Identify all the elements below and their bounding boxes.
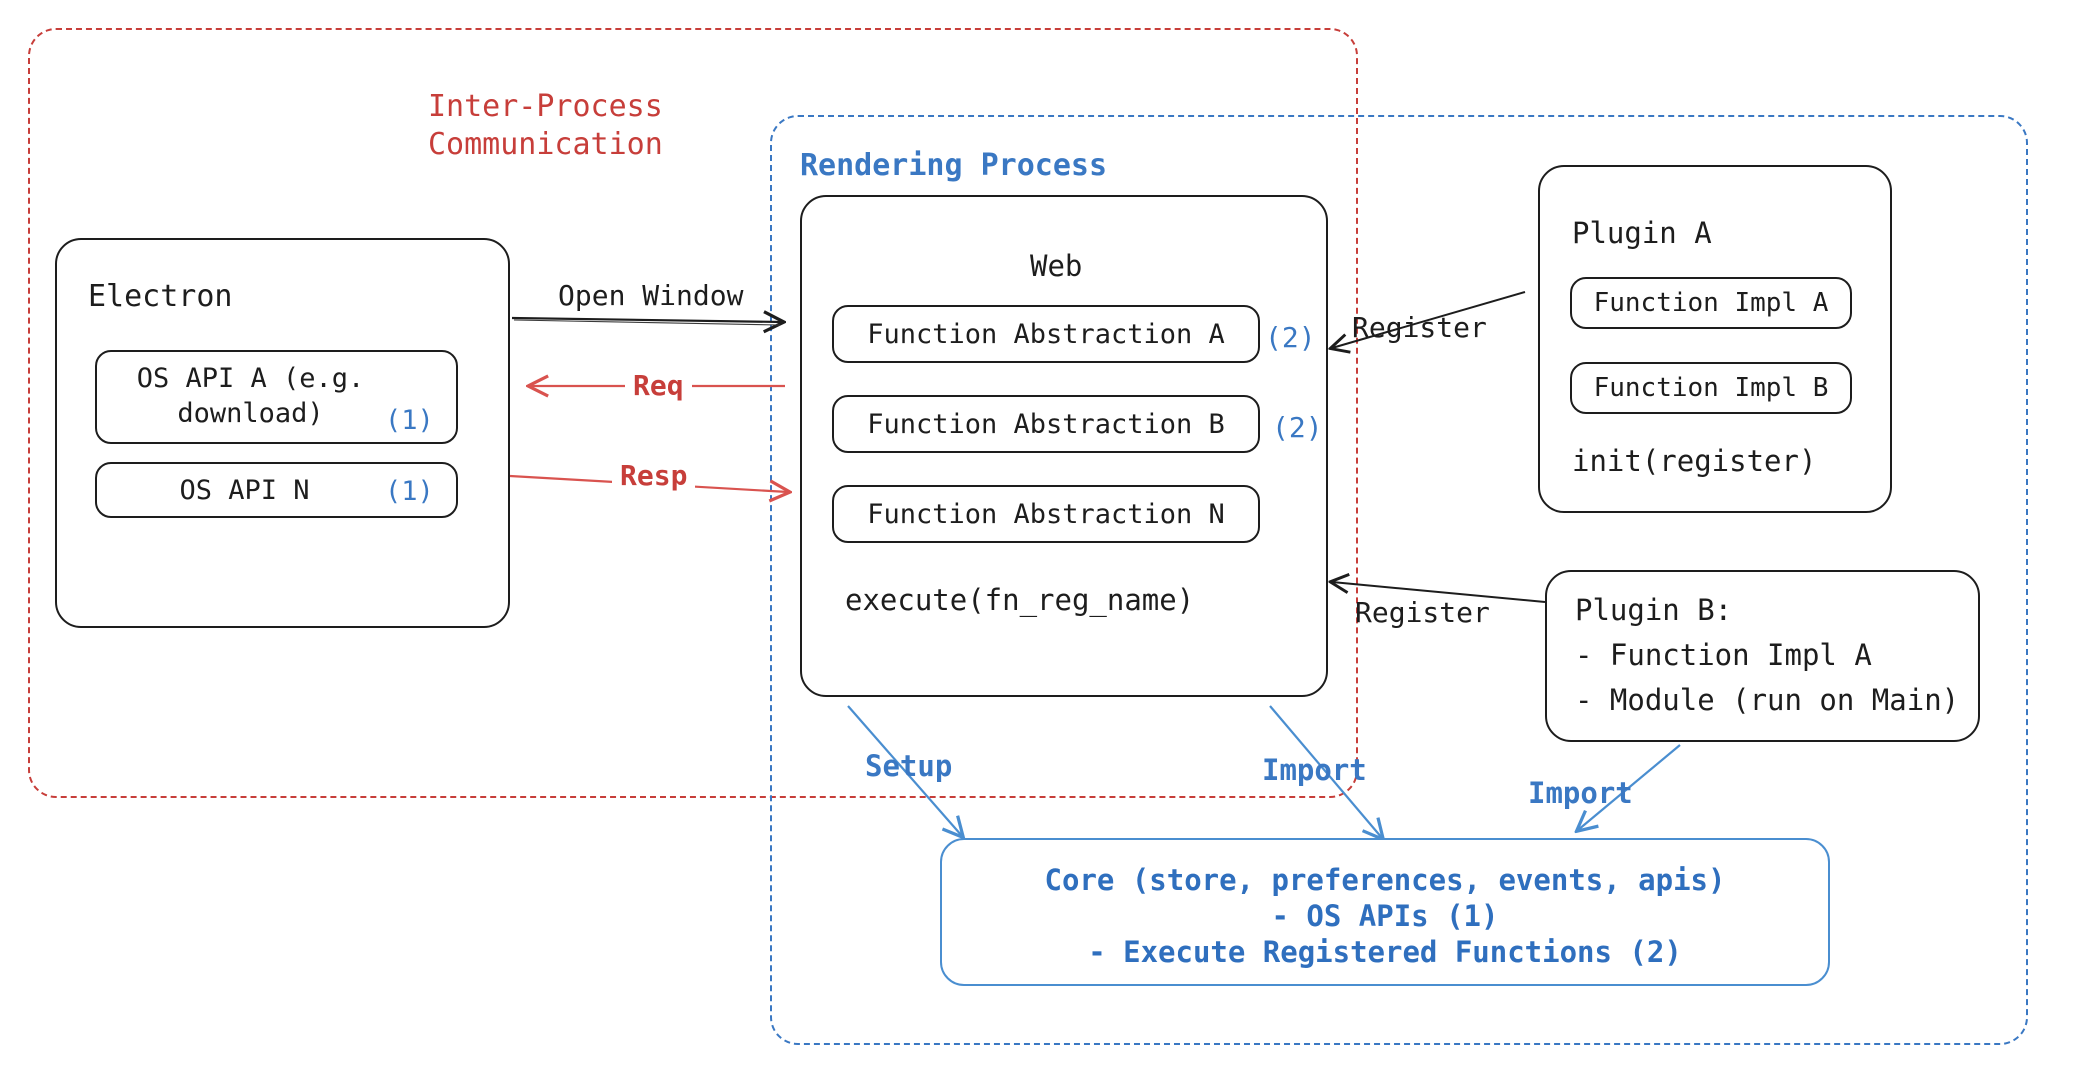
os-api-a-marker: (1): [385, 405, 434, 436]
plugin-a-function-impl-a-box[interactable]: Function Impl A: [1570, 277, 1852, 329]
function-abstraction-n-box[interactable]: Function Abstraction N: [832, 485, 1260, 543]
plugin-b-box[interactable]: [1545, 570, 1980, 742]
function-abstraction-b-marker: (2): [1272, 411, 1323, 444]
core-line-0: Core (store, preferences, events, apis): [1044, 863, 1726, 897]
core-line-2: - Execute Registered Functions (2): [1088, 935, 1682, 969]
plugin-a-box[interactable]: [1538, 165, 1892, 513]
os-api-n-label: OS API N: [179, 474, 310, 506]
ipc-boundary: [28, 28, 1358, 798]
plugin-b-line-1: - Function Impl A: [1575, 638, 1872, 672]
web-title: Web: [1030, 249, 1083, 283]
edge-import-right-label: Import: [1528, 776, 1633, 810]
plugin-a-title: Plugin A: [1572, 216, 1712, 250]
plugin-b-line-0: Plugin B:: [1575, 593, 1733, 627]
ipc-boundary-label: Inter-Process Communication: [428, 89, 663, 162]
function-abstraction-a-label: Function Abstraction A: [867, 318, 1225, 350]
plugin-b-line-2: - Module (run on Main): [1575, 683, 1960, 717]
plugin-a-function-impl-b-label: Function Impl B: [1593, 373, 1829, 403]
os-api-n-marker: (1): [385, 476, 434, 507]
edge-req-label: Req: [625, 368, 692, 404]
edge-resp-label: Resp: [612, 458, 696, 494]
os-api-a-label: OS API A (e.g. download): [136, 363, 365, 429]
function-abstraction-a-marker: (2): [1265, 321, 1316, 354]
web-execute-label: execute(fn_reg_name): [845, 583, 1195, 617]
function-abstraction-a-box[interactable]: Function Abstraction A: [832, 305, 1260, 363]
function-abstraction-b-box[interactable]: Function Abstraction B: [832, 395, 1260, 453]
os-api-n-box[interactable]: OS API N: [95, 462, 458, 518]
rendering-process-label: Rendering Process: [800, 148, 1108, 183]
edge-register-b-label: Register: [1355, 596, 1490, 629]
core-box[interactable]: [940, 838, 1830, 986]
edge-import-left-label: Import: [1262, 753, 1367, 787]
plugin-a-function-impl-a-label: Function Impl A: [1593, 288, 1829, 318]
edge-open-window-label: Open Window: [558, 279, 744, 312]
electron-title: Electron: [88, 279, 233, 314]
function-abstraction-n-label: Function Abstraction N: [867, 498, 1225, 530]
core-line-1: - OS APIs (1): [1271, 899, 1499, 933]
function-abstraction-b-label: Function Abstraction B: [867, 408, 1225, 440]
plugin-a-init-label: init(register): [1572, 444, 1817, 478]
edge-register-a-label: Register: [1352, 311, 1487, 344]
edge-setup-label: Setup: [865, 749, 953, 783]
plugin-a-function-impl-b-box[interactable]: Function Impl B: [1570, 362, 1852, 414]
os-api-a-box[interactable]: OS API A (e.g. download): [95, 350, 458, 444]
rendering-process-boundary: [770, 115, 2028, 1045]
